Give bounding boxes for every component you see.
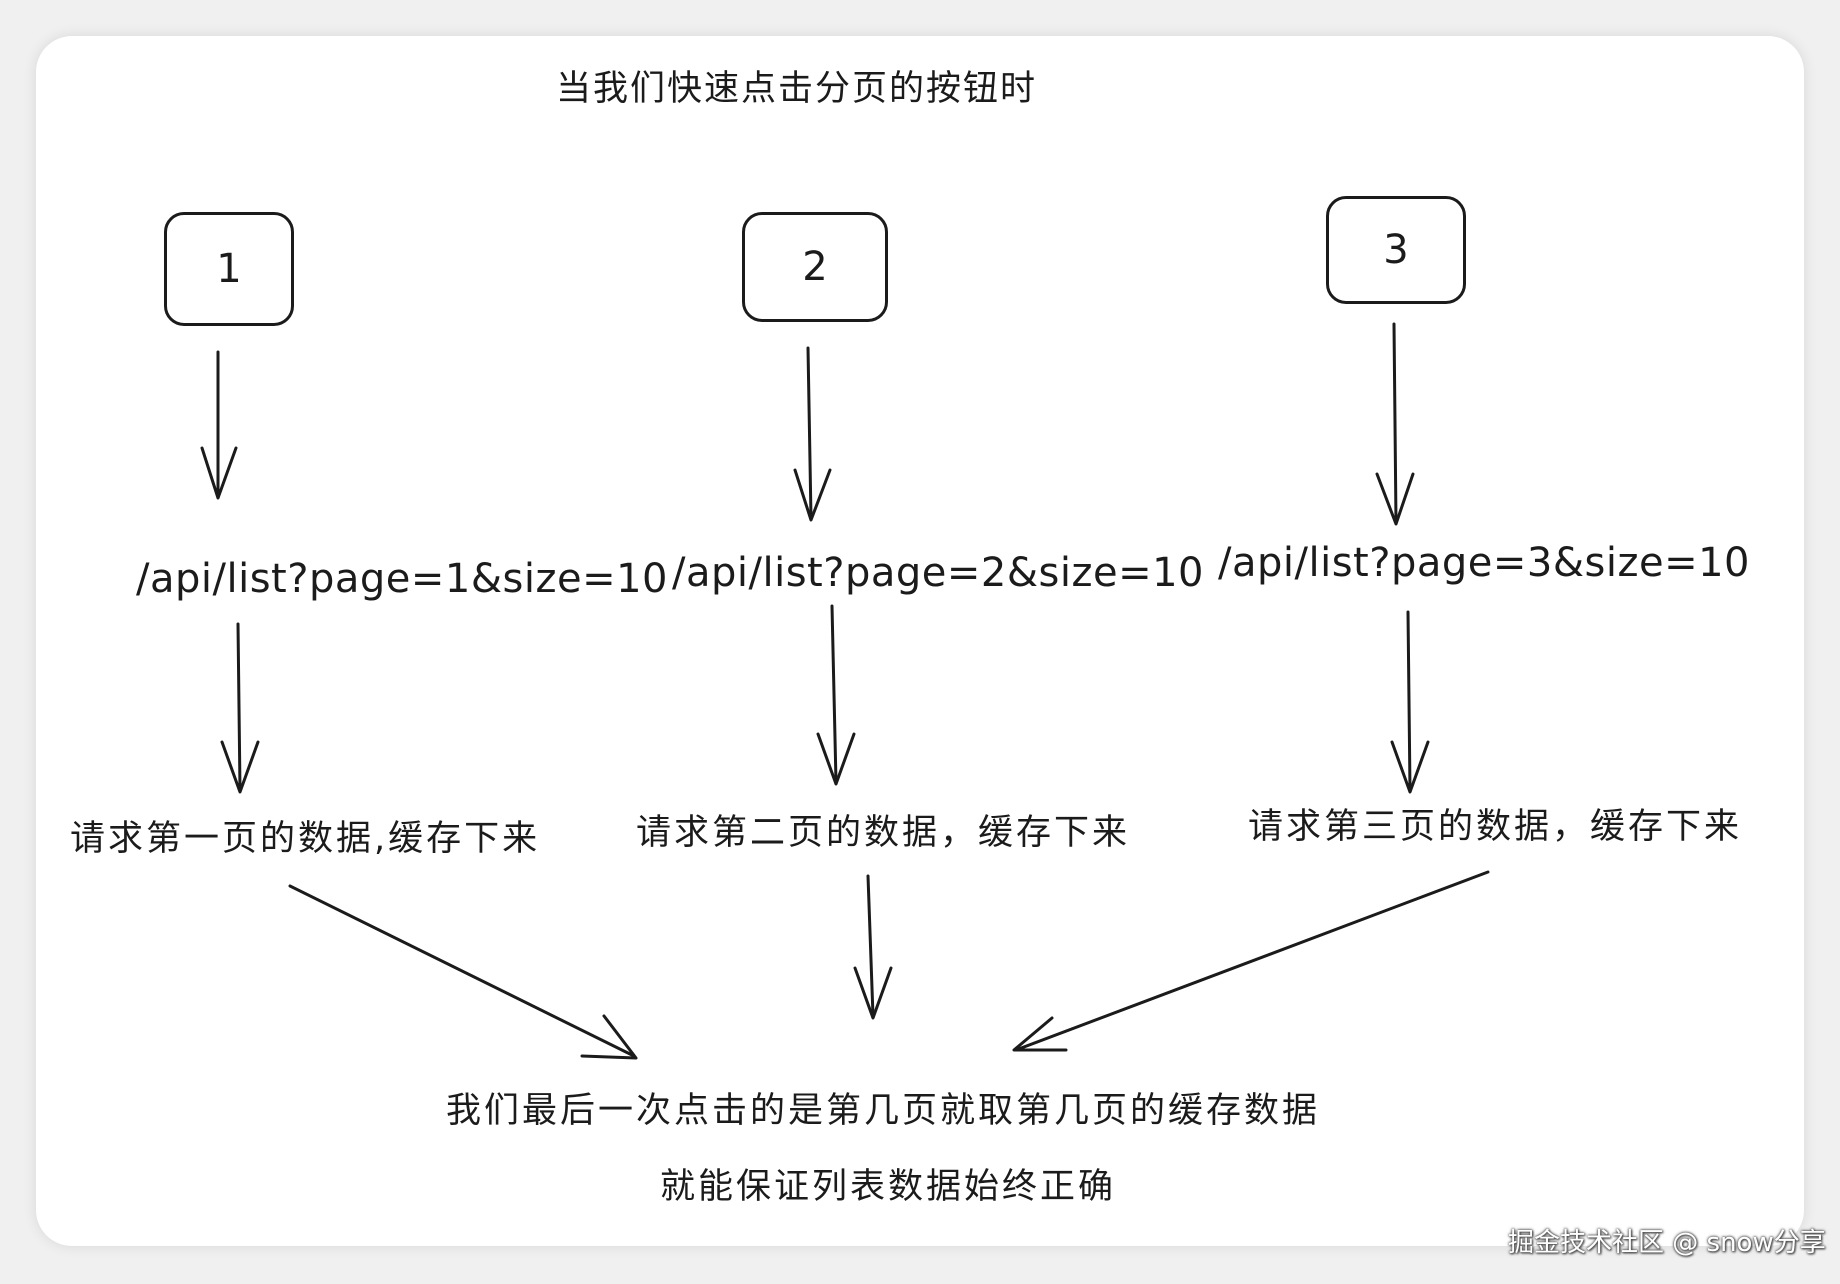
arrow-url1-to-cache1 [220, 622, 260, 794]
page-button-2-label: 2 [802, 244, 828, 290]
conclusion-line-1: 我们最后一次点击的是第几页就取第几页的缓存数据 [446, 1091, 1321, 1131]
request-url-3: /api/list?page=3&size=10 [1218, 540, 1750, 586]
diagram-canvas [36, 36, 1804, 1246]
request-url-1: /api/list?page=1&size=10 [136, 556, 668, 602]
page-button-2: 2 [742, 212, 888, 322]
arrow-cache3-to-conclusion [1012, 870, 1490, 1052]
cache-text-3: 请求第三页的数据，缓存下来 [1248, 807, 1743, 847]
page-button-3: 3 [1326, 196, 1466, 304]
page-button-3-label: 3 [1383, 227, 1409, 273]
page-button-1-label: 1 [216, 246, 242, 292]
arrow-cache1-to-conclusion [288, 884, 638, 1060]
arrow-box3-to-url3 [1375, 322, 1415, 526]
page-button-1: 1 [164, 212, 294, 326]
cache-text-2: 请求第二页的数据，缓存下来 [636, 813, 1131, 853]
request-url-2: /api/list?page=2&size=10 [672, 550, 1204, 596]
arrow-box1-to-url1 [200, 350, 238, 500]
watermark: 掘金技术社区 @ snow分享 [1508, 1228, 1826, 1258]
conclusion-line-2: 就能保证列表数据始终正确 [660, 1167, 1117, 1207]
arrow-url2-to-cache2 [816, 604, 856, 786]
arrow-cache2-to-conclusion [853, 874, 893, 1020]
arrow-box2-to-url2 [793, 346, 832, 522]
arrow-url3-to-cache3 [1390, 610, 1430, 794]
diagram-title: 当我们快速点击分页的按钮时 [556, 69, 1038, 109]
cache-text-1: 请求第一页的数据,缓存下来 [70, 819, 541, 859]
